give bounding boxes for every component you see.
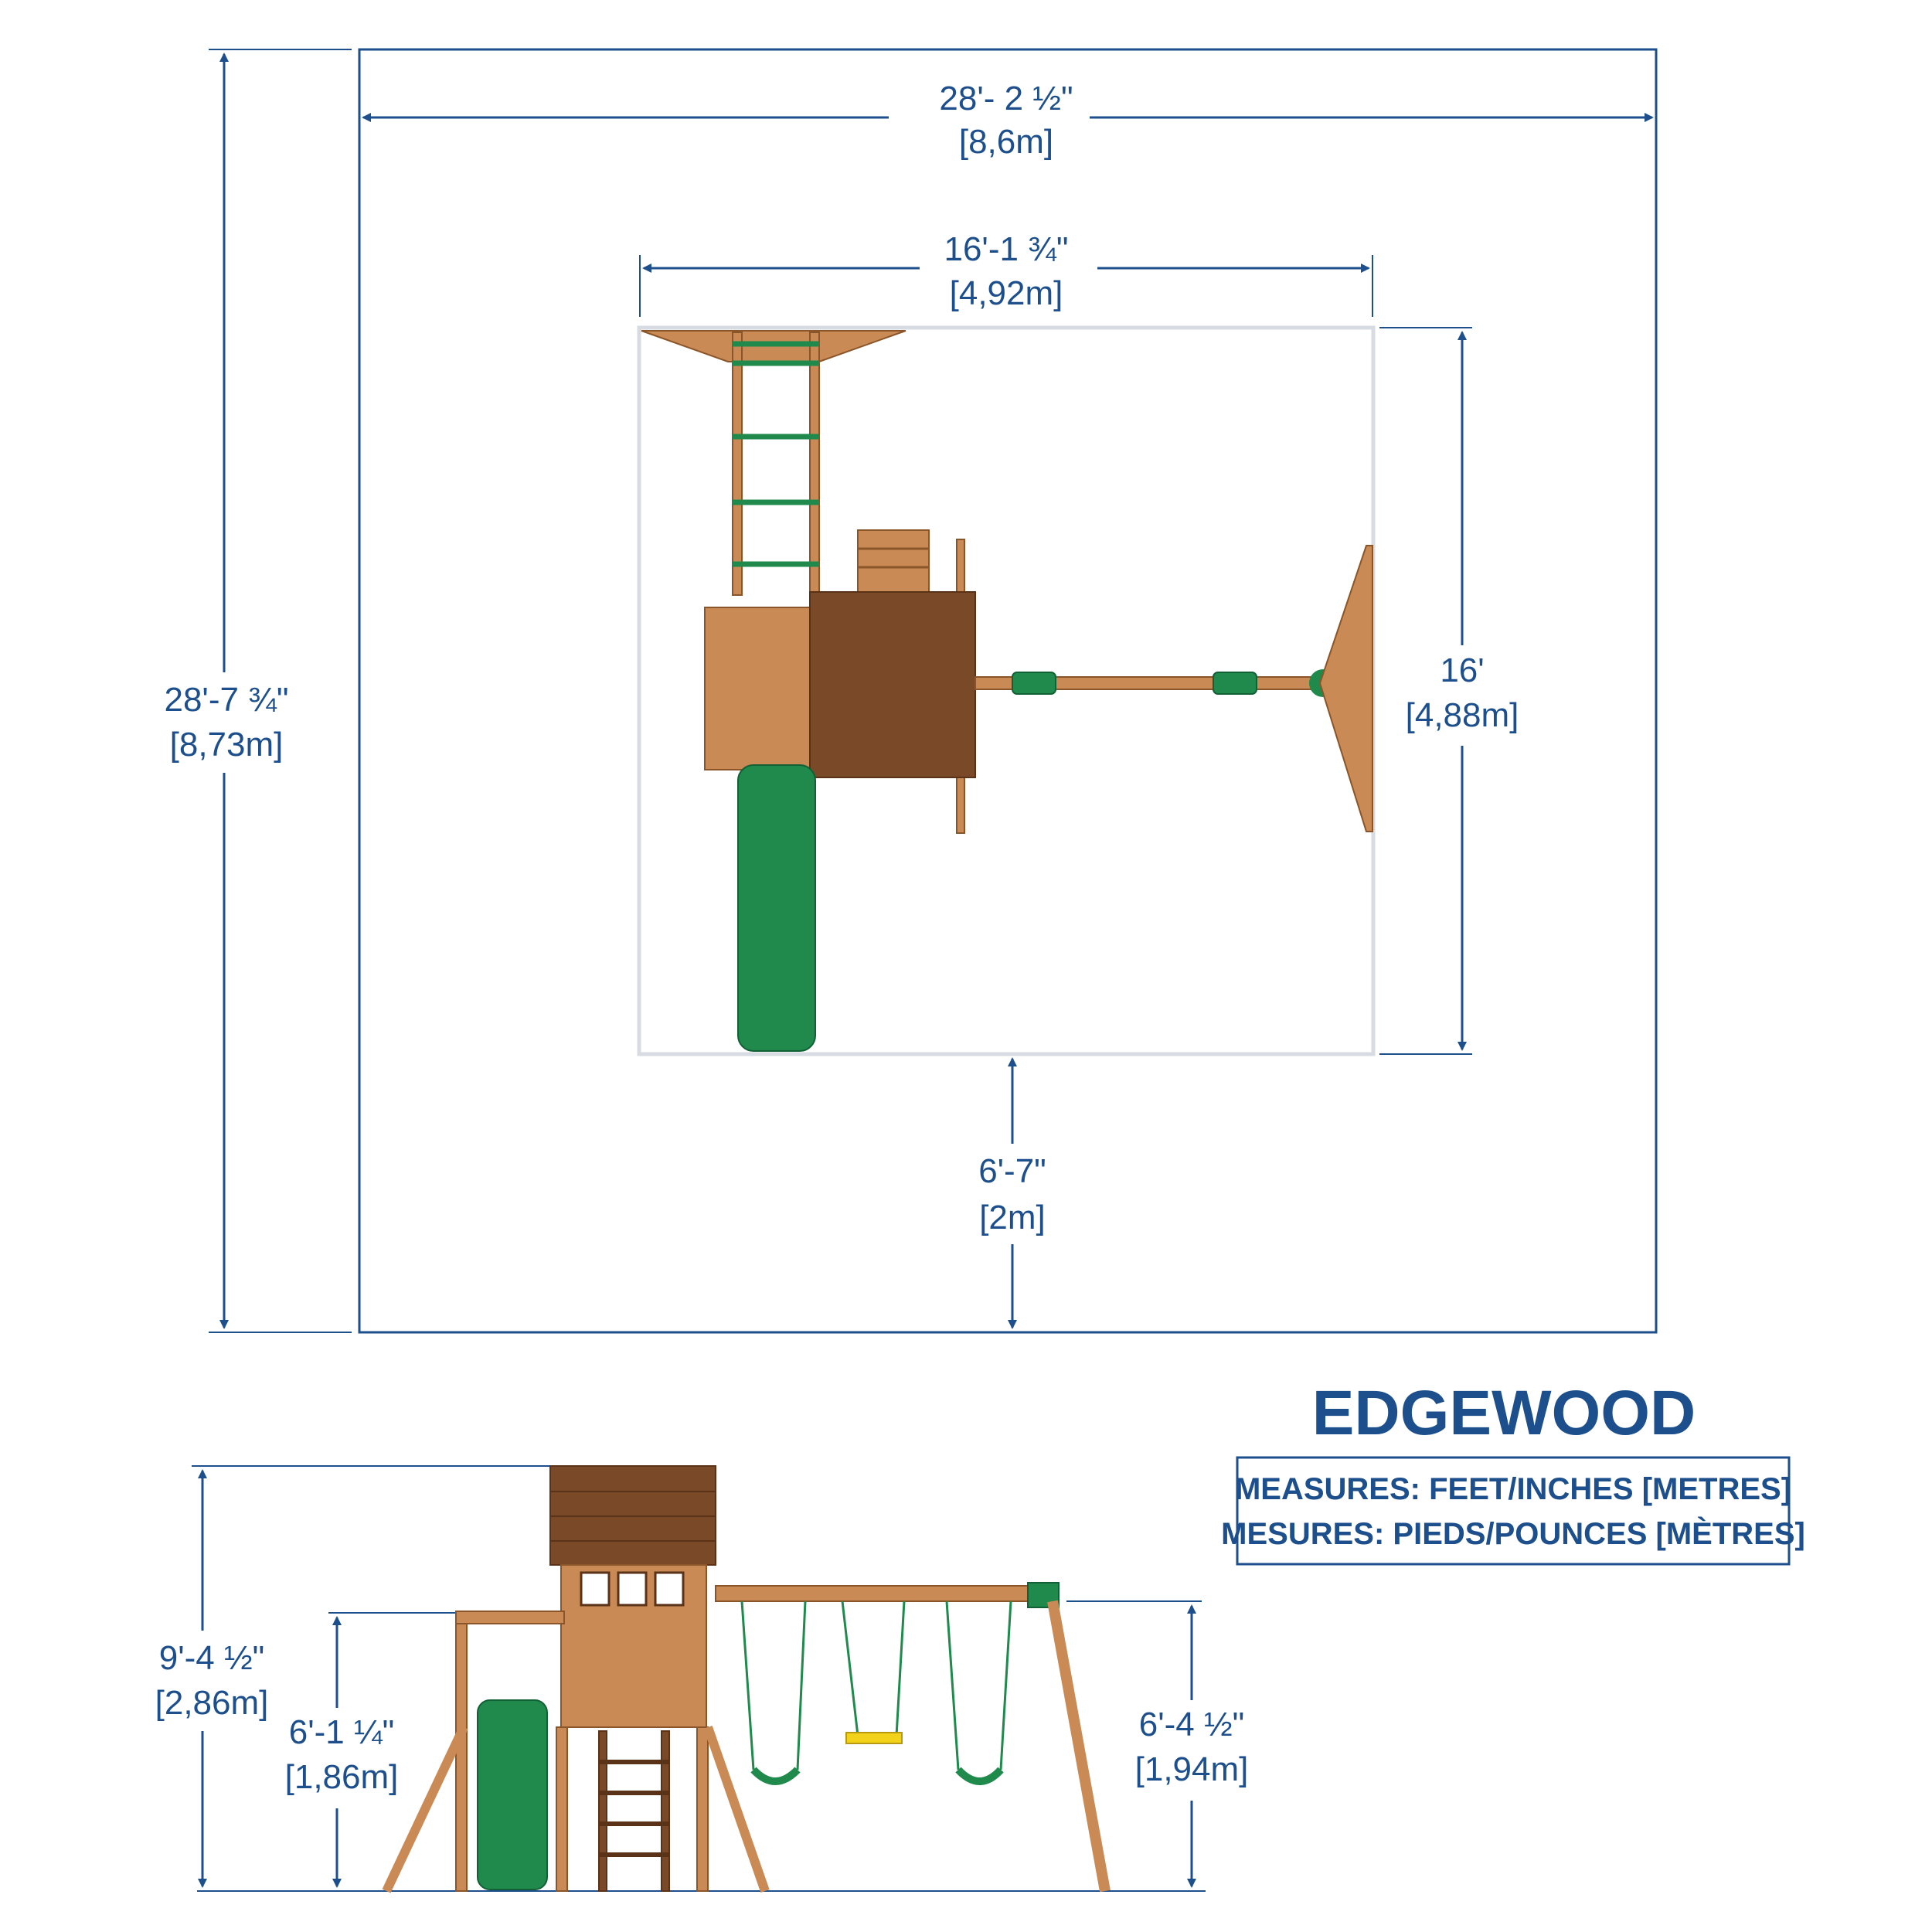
- overall-height-metric: [2,86m]: [155, 1684, 269, 1722]
- units-line-2: MESURES: PIEDS/POUNCES [MÈTRES]: [1221, 1516, 1805, 1551]
- total-depth-imperial: 28'-7 ¾": [164, 681, 288, 719]
- units-box: [1236, 1456, 1791, 1566]
- total-width-imperial: 28'- 2 ½": [939, 80, 1073, 117]
- safety-zone-outline: [358, 48, 1658, 1334]
- product-title: EDGEWOOD: [1312, 1378, 1696, 1448]
- units-line-1: MEASURES: FEET/INCHES [METRES]: [1235, 1472, 1791, 1506]
- deck-height-metric: [1,86m]: [285, 1758, 399, 1796]
- beam-height-imperial: 6'-4 ½": [1139, 1706, 1245, 1743]
- structure-width-imperial: 16'-1 ¾": [944, 230, 1068, 268]
- total-depth-metric: [8,73m]: [170, 726, 284, 764]
- deck-height-imperial: 6'-1 ¼": [289, 1713, 395, 1751]
- beam-height-metric: [1,94m]: [1135, 1750, 1249, 1788]
- total-width-metric: [8,6m]: [959, 123, 1053, 161]
- structure-depth-metric: [4,88m]: [1406, 696, 1519, 734]
- clearance-imperial: 6'-7": [978, 1152, 1046, 1190]
- clearance-metric: [2m]: [979, 1199, 1046, 1236]
- top-view-playset: [641, 330, 1373, 1052]
- structure-depth-imperial: 16': [1440, 651, 1484, 689]
- structure-width-metric: [4,92m]: [950, 274, 1063, 312]
- overall-height-imperial: 9'-4 ½": [159, 1639, 265, 1677]
- front-view-playset: [382, 1465, 1111, 1893]
